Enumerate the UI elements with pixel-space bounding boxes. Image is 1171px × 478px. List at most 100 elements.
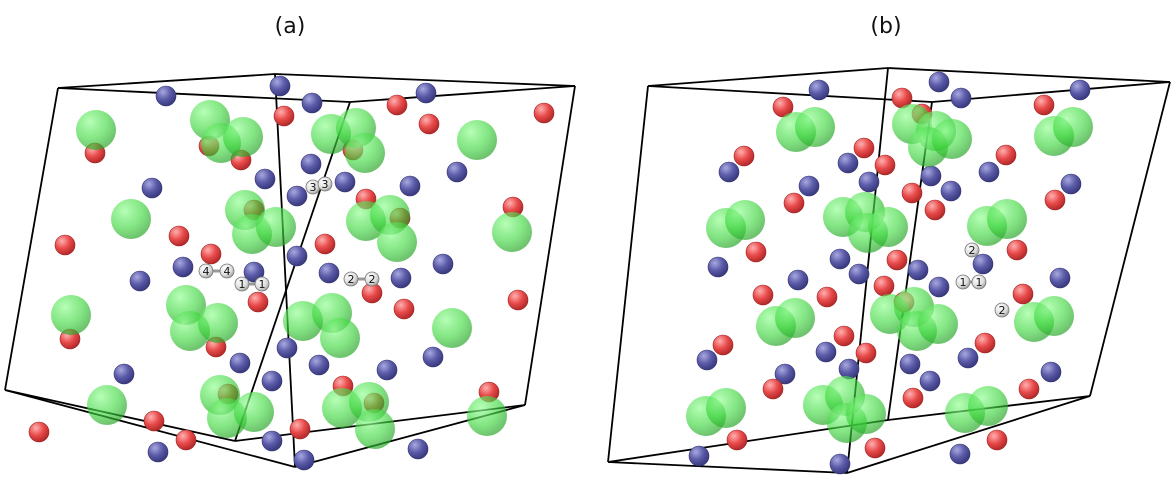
blue-atom: [276, 337, 298, 359]
tagged-atom: [317, 176, 333, 192]
cell-edge: [1089, 81, 1171, 397]
red-atom: [762, 378, 784, 400]
green-atom: [868, 207, 908, 247]
red-atom: [855, 342, 877, 364]
blue-atom: [155, 85, 177, 107]
blue-atom: [147, 441, 169, 463]
cell-edge: [57, 73, 276, 89]
atom-index-label: 2: [969, 244, 976, 257]
red-atom: [247, 291, 269, 313]
red-atom: [533, 102, 555, 124]
green-atom: [234, 392, 274, 432]
atom-index-label: 1: [259, 278, 266, 291]
atom-index-label: 4: [203, 265, 210, 278]
cell-edge: [607, 85, 649, 463]
blue-atom: [978, 161, 1000, 183]
red-atom: [752, 284, 774, 306]
green-atom: [467, 396, 507, 436]
green-atom: [111, 199, 151, 239]
atom-index-label: 2: [369, 273, 376, 286]
cell-edge: [846, 395, 1091, 474]
green-atom: [256, 207, 296, 247]
cell-edge: [607, 461, 848, 474]
blue-atom: [940, 180, 962, 202]
cell-edge: [4, 87, 59, 391]
green-atom: [87, 385, 127, 425]
blue-atom: [928, 71, 950, 93]
blue-atom: [837, 152, 859, 174]
blue-atom: [113, 363, 135, 385]
blue-atom: [129, 270, 151, 292]
red-atom: [1018, 378, 1040, 400]
blue-atom: [707, 256, 729, 278]
blue-atom: [254, 168, 276, 190]
blue-atom: [446, 161, 468, 183]
blue-atom: [293, 449, 315, 471]
red-atom: [1033, 94, 1055, 116]
blue-atom: [334, 171, 356, 193]
blue-atom: [858, 171, 880, 193]
green-atom: [355, 409, 395, 449]
green-atom: [492, 212, 532, 252]
blue-atom: [301, 92, 323, 114]
tagged-atom: [343, 271, 359, 287]
cell-edge: [349, 85, 576, 103]
blue-atom: [957, 347, 979, 369]
tagged-atom: [254, 276, 270, 292]
blue-atom: [390, 267, 412, 289]
green-atom: [345, 133, 385, 173]
red-atom: [386, 94, 408, 116]
blue-atom: [774, 363, 796, 385]
red-atom: [864, 437, 886, 459]
red-atom: [986, 429, 1008, 451]
cell-edge: [524, 85, 576, 406]
blue-atom: [950, 87, 972, 109]
green-atom: [775, 298, 815, 338]
red-atom: [273, 105, 295, 127]
blue-atom: [286, 185, 308, 207]
tagged-atom: [971, 274, 987, 290]
tagged-atom: [994, 302, 1010, 318]
cell-edge: [931, 81, 1171, 103]
blue-atom: [688, 445, 710, 467]
red-atom: [712, 334, 734, 356]
red-atom: [507, 289, 529, 311]
cell-edge: [647, 67, 889, 87]
cell-edge: [274, 73, 576, 87]
panel-b-label: (b): [870, 14, 901, 39]
blue-atom: [899, 353, 921, 375]
panel-a-label: (a): [275, 14, 306, 39]
tagged-atom: [964, 242, 980, 258]
blue-atom: [308, 354, 330, 376]
red-atom: [1012, 283, 1034, 305]
blue-atom: [318, 262, 340, 284]
blue-atom: [718, 161, 740, 183]
red-atom: [833, 325, 855, 347]
red-atom: [200, 243, 222, 265]
blue-atom: [798, 175, 820, 197]
cell-edge: [234, 101, 351, 442]
green-atom: [795, 107, 835, 147]
cell-edge: [57, 87, 351, 103]
green-atom: [320, 318, 360, 358]
blue-atom: [787, 269, 809, 291]
red-atom: [393, 298, 415, 320]
blue-atom: [261, 430, 283, 452]
blue-atom: [172, 256, 194, 278]
blue-atom: [815, 341, 837, 363]
green-atom: [377, 222, 417, 262]
tagged-atom: [234, 276, 250, 292]
blue-atom: [696, 349, 718, 371]
green-atom: [918, 304, 958, 344]
green-atom: [51, 295, 91, 335]
green-atom: [846, 394, 886, 434]
blue-atom: [928, 276, 950, 298]
blue-atom: [229, 352, 251, 374]
red-atom: [886, 249, 908, 271]
atom-index-label: 2: [999, 304, 1006, 317]
tagged-atom: [364, 271, 380, 287]
